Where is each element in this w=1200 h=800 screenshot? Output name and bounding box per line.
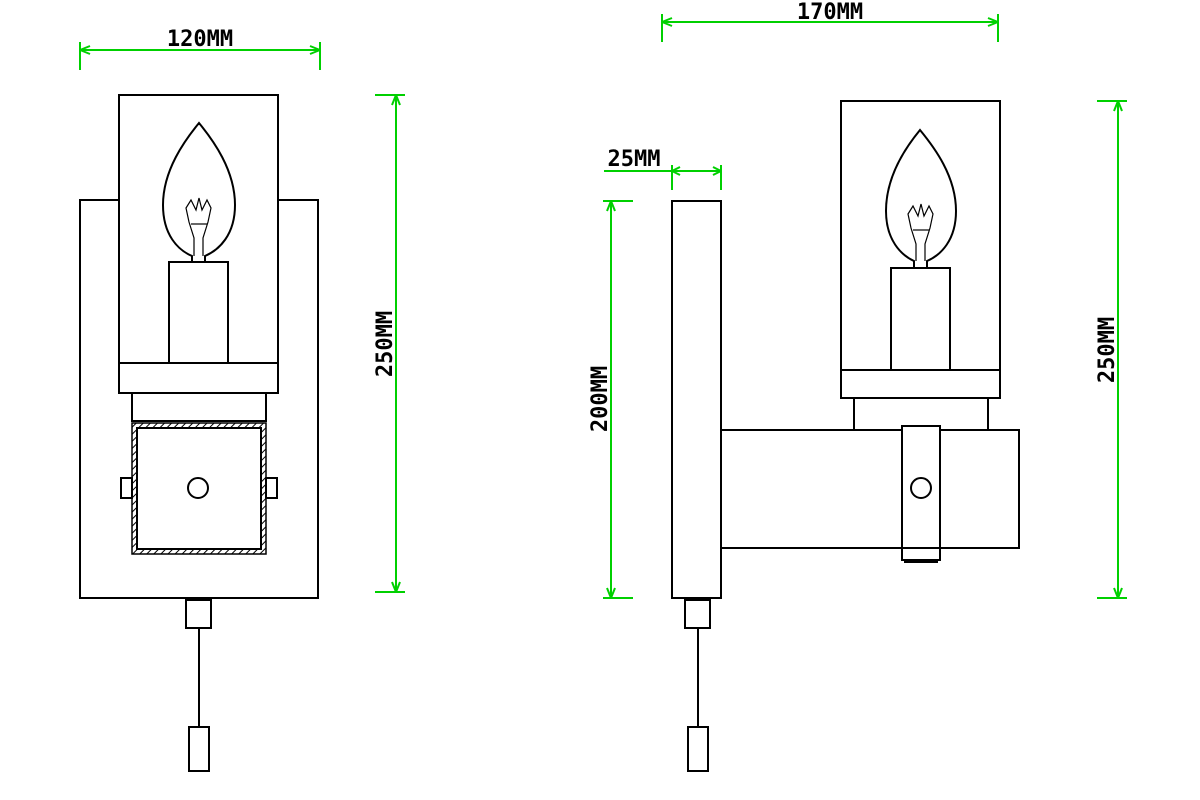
side-depth-dimension: 170MM [661,0,999,42]
side-bulb [884,128,958,269]
side-switch-housing [684,599,711,629]
side-screw [910,477,932,499]
side-candle-sleeve [890,267,951,371]
front-height-dimension: 250MM [373,94,405,593]
front-shade-collar [131,392,267,422]
front-width-dimension: 120MM [79,27,321,70]
front-view: 120MM 250MM [79,27,405,772]
side-thickness-label: 25MM [608,147,661,172]
side-wall-plate [671,200,722,599]
side-height-dimension: 250MM [1095,100,1127,599]
side-view: 170MM 25MM 200MM 250MM [588,0,1127,772]
side-height-label: 250MM [1095,317,1120,383]
side-pull-knob [687,726,709,772]
side-arm [720,429,1020,549]
side-depth-label: 170MM [797,0,863,25]
side-clamp-band [901,425,941,561]
front-width-label: 120MM [167,27,233,52]
front-height-label: 250MM [373,311,398,377]
front-switch-housing [185,599,212,629]
front-bulb [161,121,237,263]
front-candle-sleeve [168,261,229,364]
side-plate-height-dimension: 200MM [588,200,633,599]
front-left-tab [120,477,133,499]
front-right-tab [265,477,278,499]
side-thickness-dimension: 25MM [604,147,722,190]
front-screw [187,477,209,499]
front-pull-knob [188,726,210,772]
side-plate-height-label: 200MM [588,366,613,432]
